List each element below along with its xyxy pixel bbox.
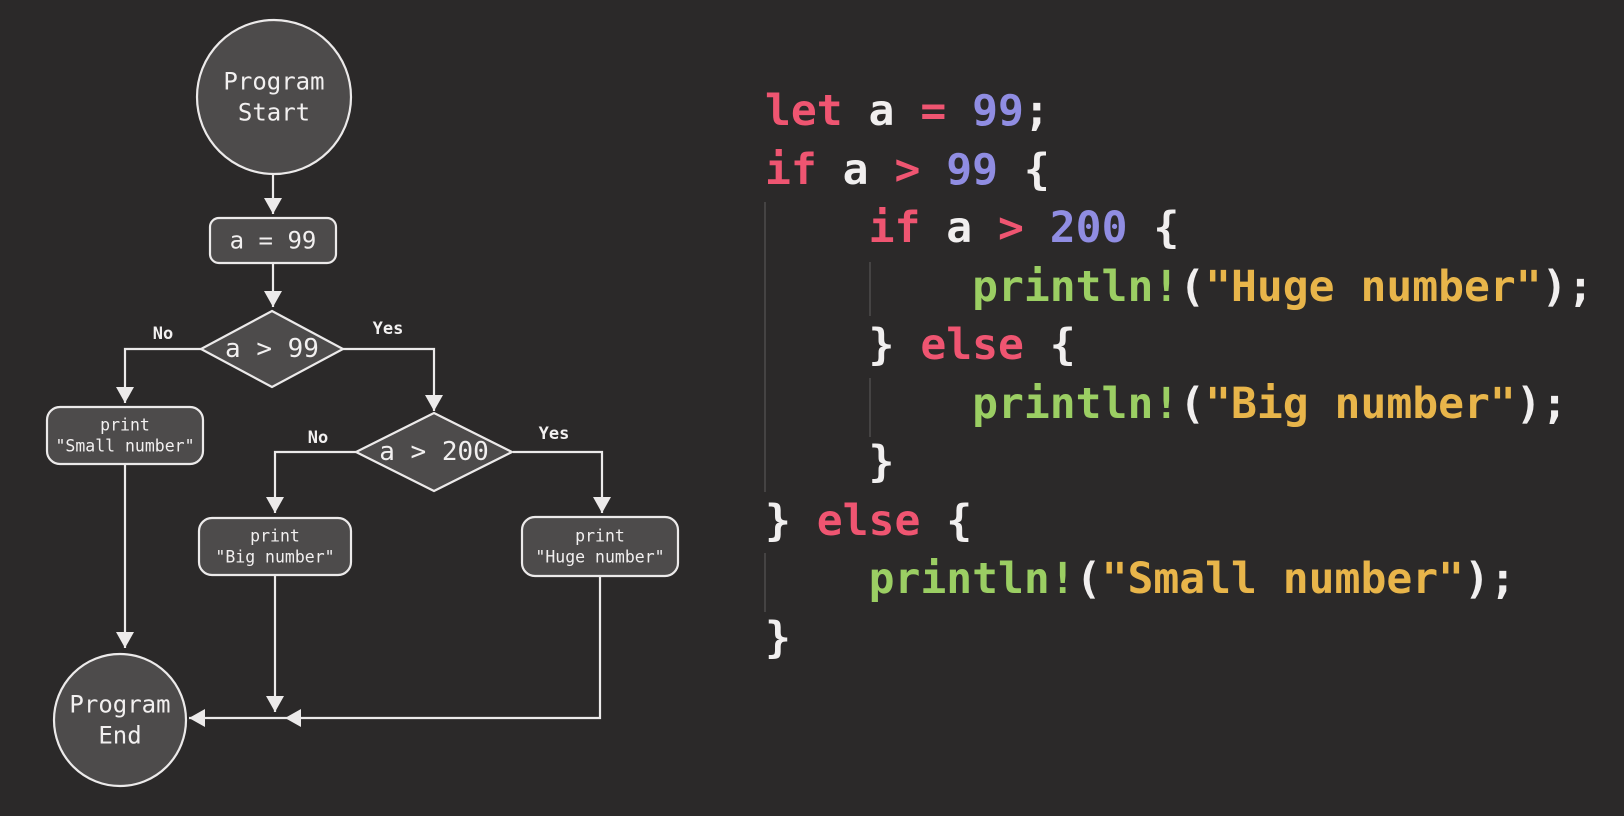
code-token [765, 379, 972, 429]
code-token [765, 262, 972, 312]
code-token: a [842, 86, 921, 136]
code-token: ); [1541, 261, 1594, 312]
node-program-end [52, 652, 188, 788]
code-line: } else { [765, 316, 1593, 375]
code-token: println! [972, 261, 1180, 312]
code-token [765, 554, 869, 604]
code-token [946, 86, 972, 136]
code-token: ( [1179, 378, 1206, 429]
code-token: } [765, 320, 921, 370]
code-line: } [765, 433, 1593, 492]
node-print-big-number [197, 516, 353, 577]
node-program-start [195, 18, 353, 176]
code-token [1024, 203, 1050, 253]
code-token: 99 [946, 144, 999, 195]
code-token: if [868, 203, 921, 253]
code-token: } [765, 612, 791, 663]
code-token: a [816, 144, 895, 195]
code-token: ( [1075, 554, 1102, 604]
code-line: println!("Small number"); [765, 550, 1593, 609]
code-line: println!("Big number"); [765, 375, 1593, 434]
code-token: "Huge number" [1205, 261, 1542, 312]
code-token: } [765, 437, 895, 487]
code-token: println! [972, 378, 1180, 429]
code-token: else [920, 320, 1024, 370]
node-label-decision-a-gt-99: a > 99 [225, 334, 319, 364]
edge-decision1-yes [343, 347, 436, 411]
edge-decision1-no [123, 347, 201, 403]
code-token [920, 145, 946, 195]
node-decision-a-gt-99 [198, 309, 346, 389]
arrowhead-small-to-end [116, 632, 134, 648]
arrowhead-decision2-no [266, 497, 284, 513]
code-token: "Big number" [1205, 378, 1516, 429]
code-token: { [1127, 203, 1180, 253]
arrowhead-decision1-no [116, 387, 134, 403]
code-token: a [920, 203, 999, 253]
code-token: > [894, 144, 921, 195]
code-line: } else { [765, 492, 1593, 551]
code-token: { [1023, 320, 1076, 370]
edge-decision2-yes [513, 450, 604, 513]
node-label-print-big-number: print"Big number" [215, 527, 334, 567]
arrowhead-decision2-yes [593, 497, 611, 513]
code-token [765, 203, 869, 253]
node-label-assign-a-99: a = 99 [230, 227, 317, 255]
code-line: println!("Huge number"); [765, 258, 1593, 317]
branch-label-decision1-no: No [153, 324, 173, 344]
code-token: 99 [972, 86, 1024, 136]
code-token: { [920, 495, 973, 546]
code-token: if [765, 144, 817, 195]
node-print-huge-number [520, 515, 680, 578]
code-line: if a > 99 { [765, 141, 1593, 200]
node-label-print-small-number: print"Small number" [55, 416, 194, 456]
edge-decision2-no [273, 450, 356, 513]
code-token: ( [1179, 261, 1206, 312]
code-token: > [998, 203, 1024, 253]
code-token: "Small number" [1101, 554, 1464, 604]
code-token: ); [1515, 378, 1568, 429]
arrowhead-decision1-yes [425, 395, 443, 411]
code-token: = [920, 86, 947, 136]
arrowhead-assign-to-decision1 [264, 291, 282, 307]
code-block: let a = 99;if a > 99 { if a > 200 { prin… [765, 82, 1593, 667]
node-print-small-number [45, 405, 205, 466]
code-token: ); [1464, 554, 1516, 604]
code-token: else [816, 495, 921, 546]
code-token: ; [1023, 86, 1050, 136]
node-label-print-huge-number: print"Huge number" [535, 527, 664, 567]
code-token: 200 [1049, 203, 1128, 253]
arrowhead-big-to-junction [266, 696, 284, 712]
code-token: { [998, 144, 1050, 195]
branch-label-decision2-no: No [308, 428, 328, 448]
node-assign-a-99 [208, 216, 338, 265]
code-token: } [765, 495, 817, 546]
node-label-decision-a-gt-200: a > 200 [379, 437, 489, 467]
branch-label-decision1-yes: Yes [373, 319, 404, 339]
edge-huge-to-end [189, 577, 602, 720]
arrowhead-huge-to-end [285, 709, 301, 727]
code-line: let a = 99; [765, 82, 1593, 141]
node-decision-a-gt-200 [353, 411, 515, 493]
code-line: } [765, 609, 1593, 668]
branch-label-decision2-yes: Yes [539, 424, 570, 444]
code-line: if a > 200 { [765, 199, 1593, 258]
code-token: println! [868, 554, 1076, 604]
code-token: let [765, 86, 843, 136]
arrowhead-start-to-assign [264, 198, 282, 214]
arrowhead-huge-to-end [189, 709, 205, 727]
